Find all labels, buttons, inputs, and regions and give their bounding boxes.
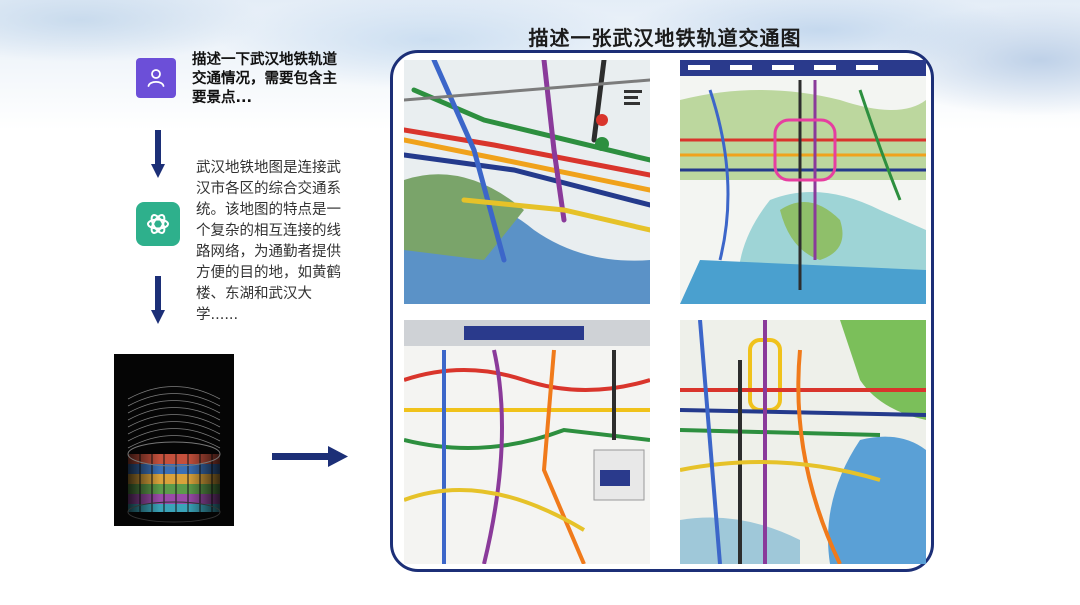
- user-icon: [136, 58, 176, 98]
- video-cylinder-thumbnail: [114, 354, 234, 526]
- page-title: 描述一张武汉地铁轨道交通图: [528, 26, 802, 50]
- arrow-down-icon: [151, 130, 165, 178]
- openai-logo-icon: [136, 202, 180, 246]
- metro-map-3: [404, 320, 650, 564]
- metro-map-4: [680, 320, 926, 564]
- arrow-right-icon: [272, 446, 348, 467]
- arrow-down-icon: [151, 276, 165, 324]
- metro-map-1: [404, 60, 650, 304]
- metro-map-2: [680, 60, 926, 304]
- assistant-answer-text: 武汉地铁地图是连接武汉市各区的综合交通系统。该地图的特点是一个复杂的相互连接的线…: [196, 160, 341, 323]
- user-prompt-text: 描述一下武汉地铁轨道交通情况，需要包含主要景点...: [192, 52, 337, 106]
